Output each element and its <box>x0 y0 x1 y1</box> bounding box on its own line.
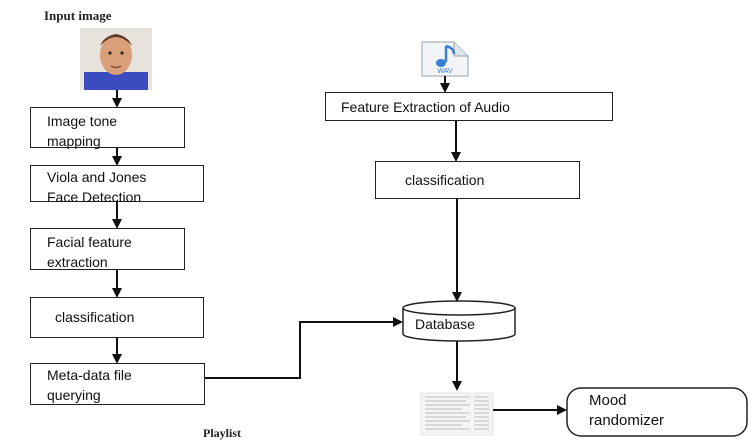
left-classification-label: classification <box>55 309 135 325</box>
audio-feature-extraction-box: Feature Extraction of Audio <box>325 92 613 121</box>
mood-randomizer-shape <box>566 387 748 437</box>
playlist-caption: Playlist <box>203 426 241 440</box>
arrow-metadata-to-database <box>205 317 403 379</box>
left-classification-box: classification <box>30 297 204 338</box>
viola-jones-box: Viola and Jones Face Detection <box>30 165 204 205</box>
right-classification-label: classification <box>405 172 485 188</box>
database-label: Database <box>415 316 475 332</box>
input-image-caption: Input image <box>44 8 112 23</box>
right-classification-box: classification <box>375 161 580 199</box>
metadata-querying-line-1: Meta-data file <box>47 367 132 383</box>
facial-feature-extraction-box: Facial feature extraction <box>30 228 185 270</box>
mood-randomizer-line-2: randomizer <box>589 412 665 429</box>
viola-jones-line-2: Face Detection <box>47 189 142 205</box>
viola-jones-line-1: Viola and Jones <box>47 169 147 185</box>
metadata-querying-line-2: querying <box>47 387 101 403</box>
playlist-thumbnail <box>420 392 494 436</box>
facial-feature-extraction-line-2: extraction <box>47 254 108 270</box>
image-tone-mapping-line-1: Image tone <box>47 113 118 129</box>
database-label-area: Database <box>403 314 515 336</box>
image-tone-mapping-box: Image tone mapping <box>30 107 185 149</box>
wav-icon-label: WAV <box>437 68 452 75</box>
facial-feature-extraction-line-1: Facial feature <box>47 234 132 250</box>
face-photo <box>80 28 152 90</box>
mood-randomizer-label-area: Mood randomizer <box>567 388 747 436</box>
database-cylinder <box>402 300 516 342</box>
image-tone-mapping-line-2: mapping <box>47 133 101 149</box>
audio-feature-extraction-label: Feature Extraction of Audio <box>341 99 510 115</box>
mood-randomizer-line-1: Mood <box>589 392 627 409</box>
wav-file-icon: WAV <box>421 41 469 77</box>
metadata-querying-box: Meta-data file querying <box>30 363 205 405</box>
